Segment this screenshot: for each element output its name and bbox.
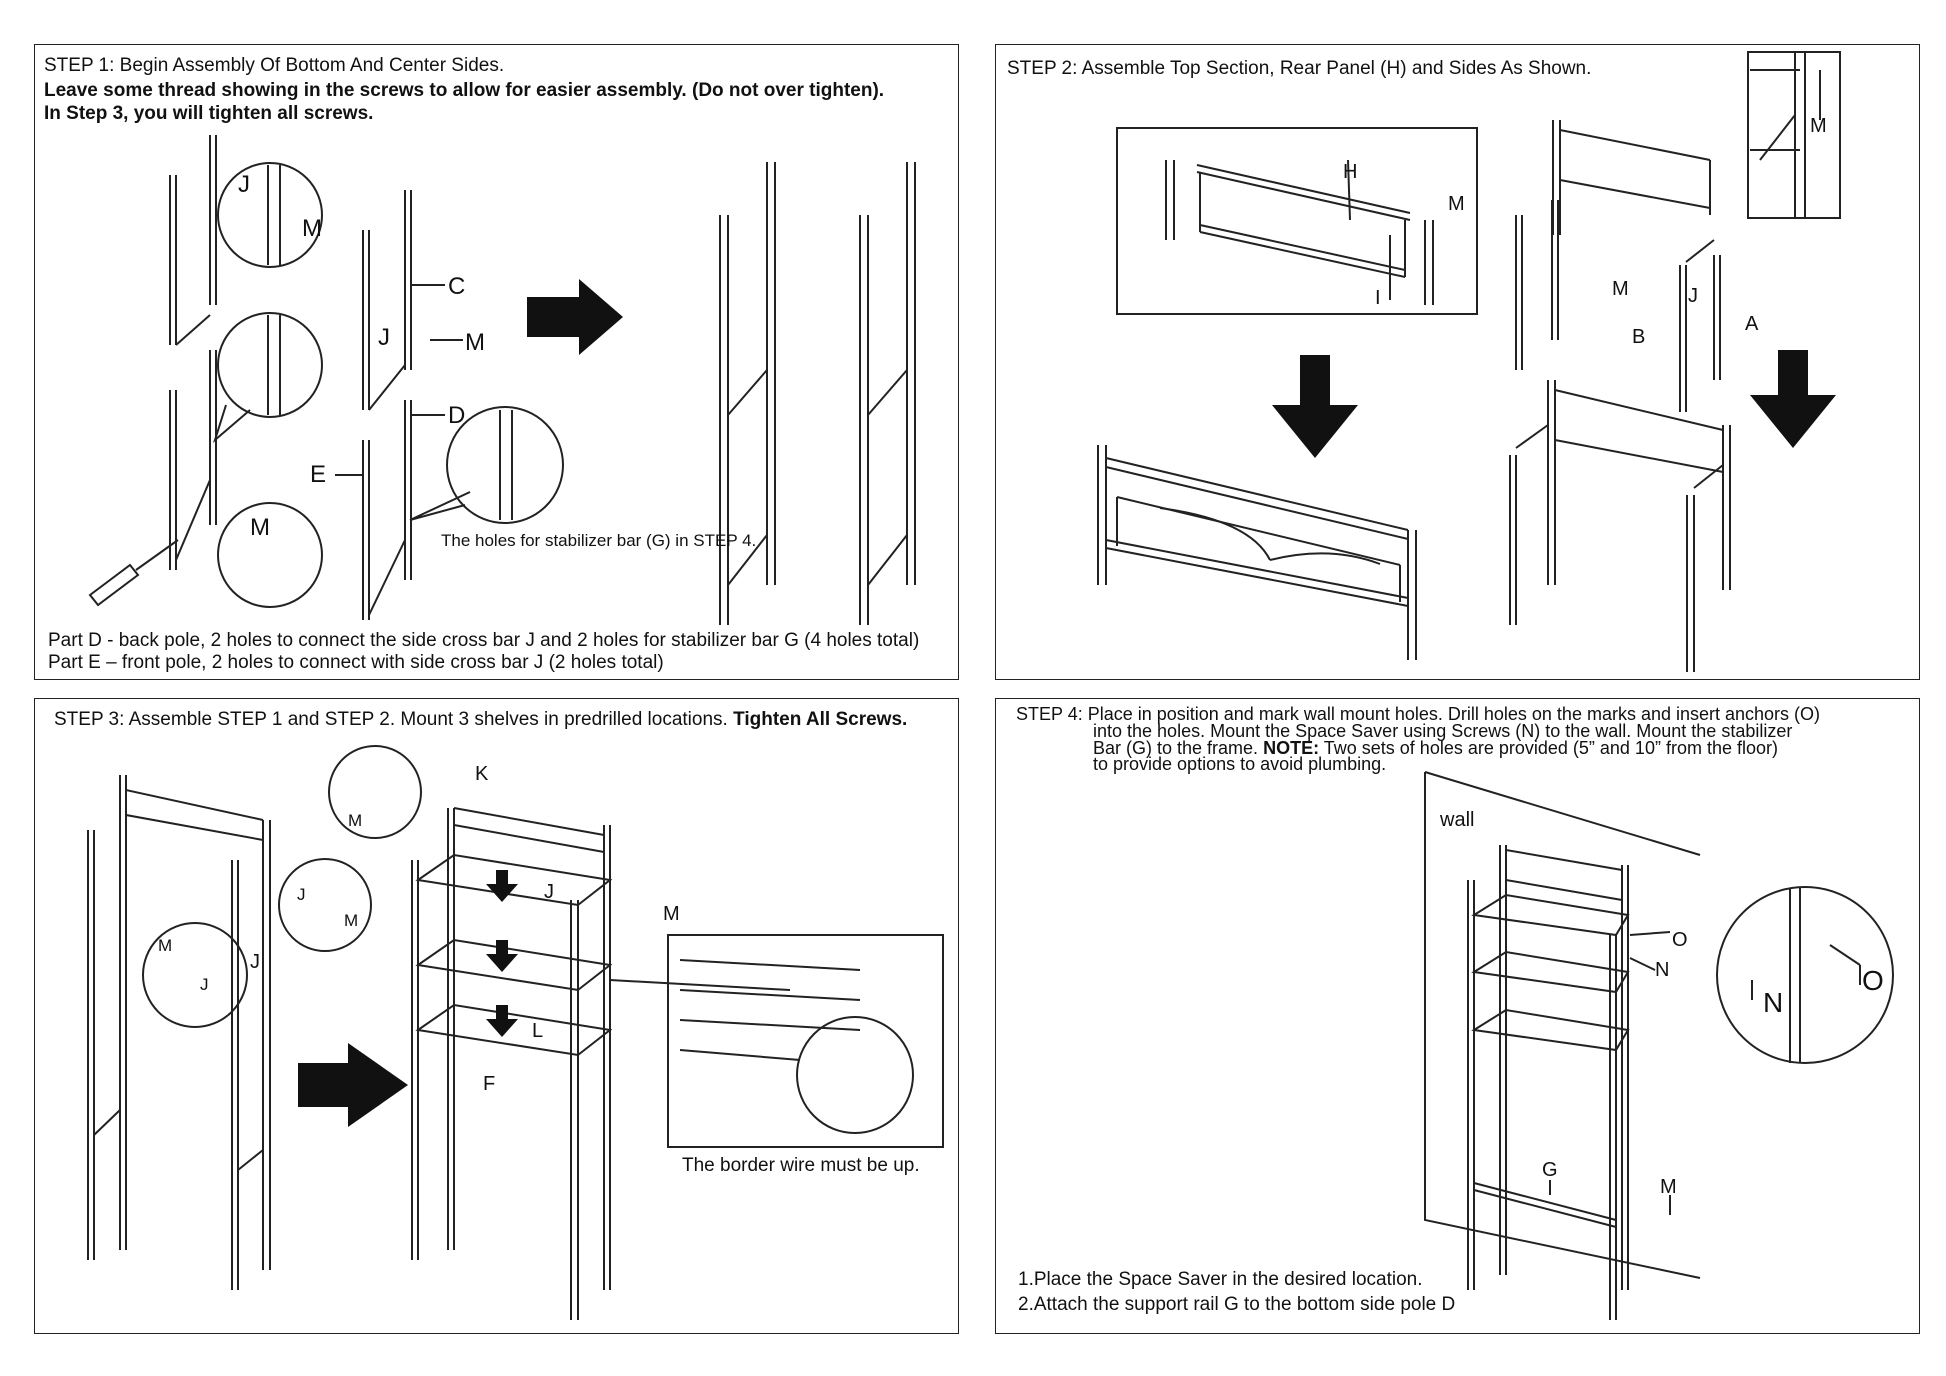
label-J-2: J [378, 324, 390, 351]
label-M-s4: M [1660, 1176, 1677, 1198]
step1-warning-line1: Leave some thread showing in the screws … [44, 80, 885, 101]
label-O: O [1672, 929, 1688, 951]
label-J-s3-3: J [200, 975, 209, 994]
label-M-s3-2: M [344, 911, 358, 930]
detail-circle-2 [217, 312, 323, 418]
step4-line4: to provide options to avoid plumbing. [1093, 754, 1387, 774]
label-M-s3-4: M [663, 903, 680, 925]
label-J-2: J [1688, 285, 1698, 307]
label-F: F [483, 1073, 495, 1095]
step3-border-note: The border wire must be up. [682, 1155, 920, 1176]
label-N: N [1655, 959, 1669, 981]
s3-detail-circle [796, 1016, 914, 1134]
label-N-big: N [1763, 987, 1783, 1018]
label-J-s3-1: J [297, 885, 306, 904]
step2-arrow-down-right [1750, 350, 1836, 448]
step1-part-d-note: Part D - back pole, 2 holes to connect t… [48, 630, 920, 651]
detail-circle-1 [217, 162, 323, 268]
label-B: B [1632, 326, 1645, 348]
s3-detail-3 [142, 922, 248, 1028]
label-M-3: M [250, 514, 270, 541]
step1-title: STEP 1: Begin Assembly Of Bottom And Cen… [44, 55, 505, 76]
shelf-arrow-3 [486, 1005, 518, 1037]
label-L: L [532, 1020, 543, 1042]
step1-warning-line2: In Step 3, you will tighten all screws. [44, 103, 374, 124]
step4-line3: Bar (G) to the frame. NOTE: Two sets of … [1093, 738, 1778, 758]
label-M-box: M [1448, 193, 1465, 215]
s3-detail-1 [328, 745, 422, 839]
label-J-1: J [238, 171, 250, 198]
step4-panel [995, 698, 1920, 1334]
label-M-s3-3: M [158, 936, 172, 955]
step4-instruction-1: 1.Place the Space Saver in the desired l… [1018, 1269, 1423, 1290]
step1-panel [34, 44, 959, 680]
step4-instruction-2: 2.Attach the support rail G to the botto… [1018, 1294, 1456, 1315]
s4-detail-circle [1716, 886, 1894, 1064]
label-J-s3-2: J [250, 951, 260, 973]
label-wall: wall [1439, 809, 1474, 831]
label-M-1: M [302, 215, 322, 242]
step1-arrow-right [527, 279, 623, 355]
label-K: K [475, 763, 489, 785]
step4-line3-post: Two sets of holes are provided (5” and 1… [1323, 738, 1778, 758]
step3-title-main: STEP 3: Assemble STEP 1 and STEP 2. Moun… [54, 709, 728, 730]
wall-outline [1424, 771, 1701, 1279]
step3-arrow-right [298, 1043, 408, 1127]
label-M-s3-1: M [348, 811, 362, 830]
s3-detail-2 [278, 858, 372, 952]
step1-part-e-note: Part E – front pole, 2 holes to connect … [48, 652, 664, 673]
step2-title: STEP 2: Assemble Top Section, Rear Panel… [1007, 58, 1592, 79]
detail-circle-4 [446, 406, 564, 524]
step2-arrow-down-left [1272, 355, 1358, 458]
label-M-2: M [465, 329, 485, 356]
step2-detail-box [1116, 127, 1478, 315]
shelf-arrow-1 [486, 870, 518, 902]
label-I: I [1375, 287, 1381, 309]
step4-line3-pre: Bar (G) to the frame. [1093, 738, 1259, 758]
step4-line1: STEP 4: Place in position and mark wall … [1016, 704, 1821, 724]
step4-line2: into the holes. Mount the Space Saver us… [1093, 721, 1793, 741]
label-C: C [448, 273, 465, 300]
step4-note-label: NOTE: [1263, 738, 1320, 758]
label-M-zoom: M [1810, 115, 1827, 137]
label-M-2: M [1612, 278, 1629, 300]
label-G: G [1542, 1159, 1558, 1181]
step1-hole-note: The holes for stabilizer bar (G) in STEP… [441, 531, 756, 550]
label-E: E [310, 461, 326, 488]
label-O-big: O [1862, 965, 1884, 996]
detail-circle-3 [217, 502, 323, 608]
s3-detail-box [667, 934, 944, 1148]
step3-title-bold: Tighten All Screws. [733, 709, 908, 730]
shelf-arrow-2 [486, 940, 518, 972]
label-J-s3-4: J [544, 881, 554, 903]
step3-title: STEP 3: Assemble STEP 1 and STEP 2. Moun… [54, 709, 907, 731]
label-A: A [1745, 313, 1759, 335]
label-H: H [1343, 161, 1357, 183]
label-D: D [448, 402, 465, 429]
